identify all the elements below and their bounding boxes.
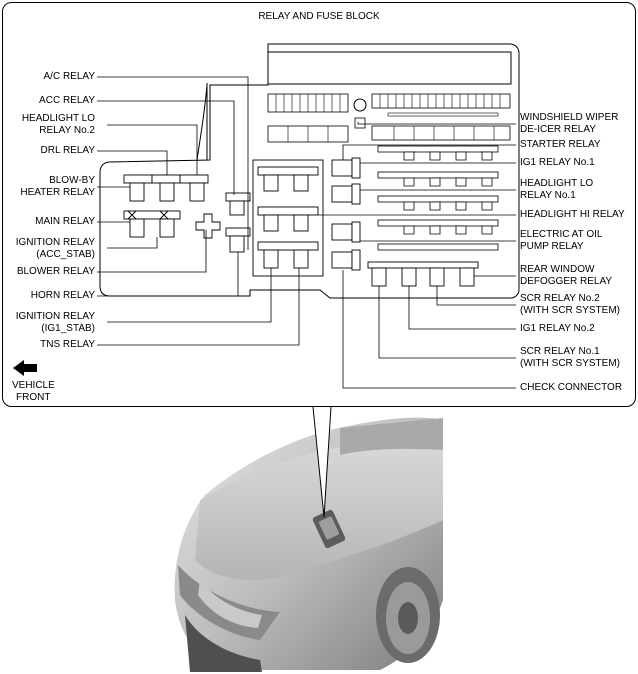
- left-relays: [123, 159, 324, 277]
- label-wiper-line2: DE-ICER RELAY: [520, 124, 596, 135]
- vehicle-front-line1: VEHICLE: [12, 380, 55, 391]
- label-scr2-line2: (WITH SCR SYSTEM): [520, 305, 620, 316]
- label-blower-relay: BLOWER RELAY: [16, 266, 95, 277]
- label-drl-relay: DRL RELAY: [40, 145, 95, 156]
- center-bolt: [353, 98, 367, 112]
- label-ig1-relay-2: IG1 RELAY No.2: [520, 323, 595, 334]
- label-ign-ig1-line2: (IG1_STAB): [41, 323, 95, 334]
- label-headlight-lo-1-line1: HEADLIGHT LO: [520, 178, 594, 189]
- vertical-relay-stack: [331, 157, 361, 271]
- label-main-relay: MAIN RELAY: [35, 216, 95, 227]
- label-ign-acc-line1: IGNITION RELAY: [15, 237, 95, 248]
- label-wiper-line1: WINDSHIELD WIPER: [520, 112, 619, 123]
- label-headlight-lo-1-line2: RELAY No.1: [520, 190, 576, 201]
- label-ig1-relay-1: IG1 RELAY No.1: [520, 157, 595, 168]
- label-headlight-lo-2-line1: HEADLIGHT LO: [21, 113, 95, 124]
- label-headlight-hi: HEADLIGHT HI RELAY: [520, 209, 625, 220]
- label-scr1-line2: (WITH SCR SYSTEM): [520, 358, 620, 369]
- label-tns-relay: TNS RELAY: [40, 339, 95, 350]
- label-ign-acc-line2: (ACC_STAB): [36, 249, 95, 260]
- label-oil-pump-line1: ELECTRIC AT OIL: [520, 229, 603, 240]
- label-horn-relay: HORN RELAY: [30, 290, 95, 301]
- label-check-connector: CHECK CONNECTOR: [520, 382, 623, 393]
- arrow-left-icon: [13, 360, 37, 376]
- label-blowby-line2: HEATER RELAY: [20, 187, 95, 198]
- diagram-frame: [2, 2, 636, 407]
- label-ac-relay: A/C RELAY: [43, 71, 96, 82]
- vehicle-illustration: [174, 417, 443, 672]
- bottom-right-relays: [367, 261, 479, 287]
- label-acc-relay: ACC RELAY: [39, 95, 95, 106]
- vehicle-front-line2: FRONT: [16, 392, 51, 403]
- label-oil-pump-line2: PUMP RELAY: [520, 241, 584, 252]
- label-scr1-line1: SCR RELAY No.1: [520, 346, 600, 357]
- right-relay-grid: [377, 145, 499, 251]
- label-scr2-line1: SCR RELAY No.2: [520, 293, 600, 304]
- fuse-block-outline: [99, 43, 520, 299]
- leader-lines: [97, 76, 516, 389]
- mini-fuse-cells: [275, 94, 501, 142]
- label-ign-ig1-line1: IGNITION RELAY: [15, 311, 95, 322]
- callout-line: [312, 406, 332, 518]
- label-blowby-line1: BLOW-BY: [49, 175, 95, 186]
- label-rear-window-line1: REAR WINDOW: [520, 264, 595, 275]
- diagram-title: RELAY AND FUSE BLOCK: [258, 11, 380, 22]
- label-starter-relay: STARTER RELAY: [520, 139, 601, 150]
- label-headlight-lo-2-line2: RELAY No.2: [39, 125, 95, 136]
- label-rear-window-line2: DEFOGGER RELAY: [520, 276, 613, 287]
